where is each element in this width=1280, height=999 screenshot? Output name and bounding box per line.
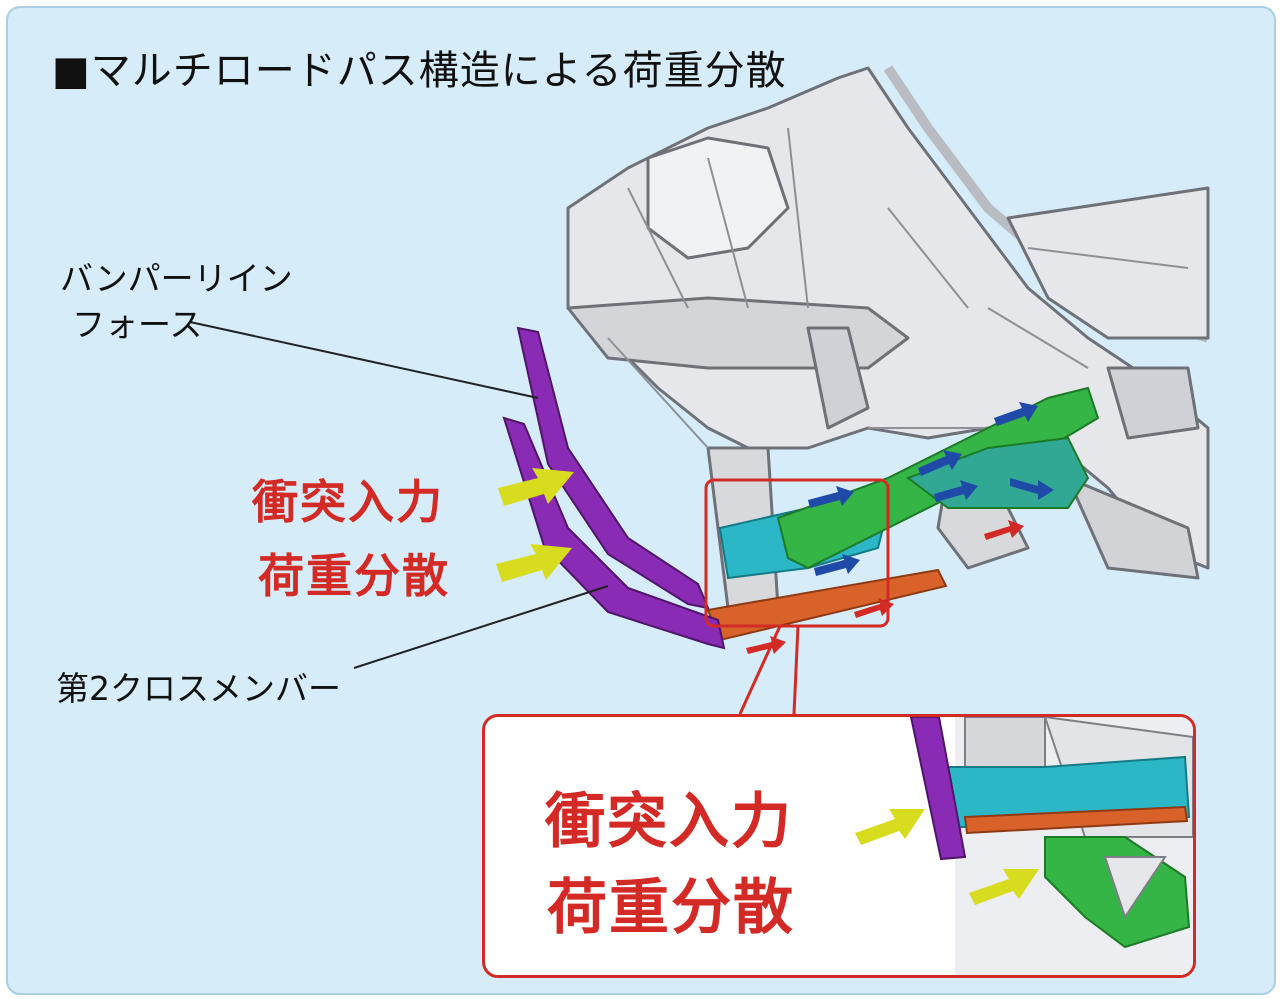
yellow-input-arrow: [496, 468, 574, 582]
inset-detail-illustration: [855, 717, 1193, 975]
inset-orange-member: [963, 805, 1189, 835]
inset-purple-bumper: [909, 717, 967, 861]
bumper-reinforcement-label-line1: バンパーリイン: [60, 259, 293, 298]
inset-collision-input-text: 衝突入力: [545, 787, 793, 857]
load-distribution-text: 荷重分散: [258, 549, 450, 603]
detail-inset: 衝突入力 荷重分散: [482, 714, 1196, 978]
cross-member-leader-line: [353, 585, 609, 669]
bumper-reinforcement-part: [502, 326, 726, 650]
red-load-arrow: [746, 520, 1024, 654]
yellow-input-arrow: [855, 809, 1039, 905]
vehicle-frame-illustration: [189, 65, 1210, 715]
callout-pointer: [738, 625, 800, 715]
diagram-title: ■マルチロードパス構造による荷重分散: [52, 48, 787, 94]
blue-load-arrow: [808, 402, 1054, 576]
cross-member-label: 第2クロスメンバー: [56, 669, 341, 708]
inset-load-distribution-text: 荷重分散: [547, 873, 795, 943]
diagram-panel: ■マルチロードパス構造による荷重分散 バンパーリイン フォース 第2クロスメンバ…: [6, 6, 1276, 995]
body-structure-details: [607, 127, 1189, 449]
bumper-reinforcement-label-line2: フォース: [72, 305, 203, 344]
bumper-leader-line: [189, 321, 539, 399]
collision-input-text: 衝突入力: [252, 475, 444, 529]
